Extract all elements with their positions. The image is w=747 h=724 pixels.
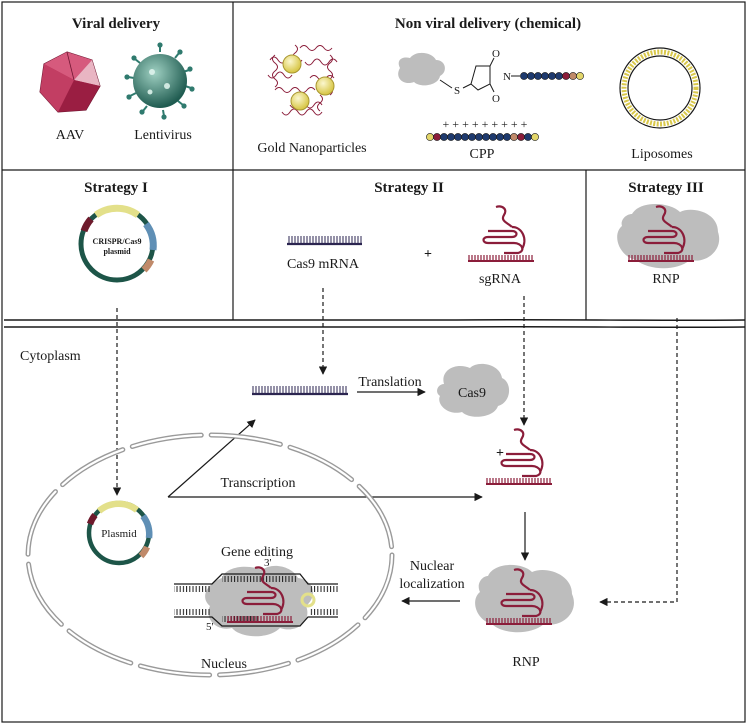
lentivirus-label: Lentivirus [134,128,192,143]
cell-membrane [3,319,746,328]
assembly-plus: + [496,446,504,461]
plasmid-label-line2: plasmid [103,247,131,256]
cpp-charges: + + + + + + + + + [443,117,528,131]
strategy-three-panel: Strategy III RNP [617,180,720,287]
strategy-one-title: Strategy I [84,180,148,196]
gene-editing-complex [174,565,338,637]
sgrna-label: sgRNA [479,272,522,287]
nuclear-localization-line2: localization [399,577,464,592]
liposomes-label: Liposomes [631,147,692,162]
nuclear-envelope-inner [26,433,394,677]
gold-nanoparticles-icon [267,44,338,116]
nucleus-plasmid-label: Plasmid [101,528,137,540]
viral-delivery-title: Viral delivery [72,16,161,32]
pathway-arrows [112,288,678,607]
nuclear-envelope [25,432,395,678]
three-prime-label: 3' [264,557,272,569]
plasmid-label-line1: CRISPR/Cas9 [93,237,142,246]
nonviral-delivery-title: Non viral delivery (chemical) [395,16,581,32]
transcription-arrow-to-mrna [167,419,256,498]
sulfur-atom: S [454,85,460,97]
cas9-protein-icon [437,363,510,417]
liposome-icon [619,47,701,129]
aav-label: AAV [56,128,85,143]
crispr-plasmid-icon [78,204,157,283]
viral-delivery-panel: Viral delivery AAV [39,16,195,143]
five-prime-label: 5' [206,621,214,633]
rnp-dashed-arrow [599,318,678,607]
strategy-two-plus: + [424,247,432,262]
cytoplasm-label: Cytoplasm [20,349,81,364]
nucleus-plasmid-icon [86,500,153,566]
strategy-two-panel: Strategy II Cas9 mRNA + sgRNA [287,180,536,287]
aav-icon [39,51,101,113]
cpp-label: CPP [470,147,495,162]
rnp-bottom-label: RNP [512,655,539,670]
cas9-mrna-icon [287,236,362,246]
gold-nanoparticles-label: Gold Nanoparticles [257,141,366,156]
rnp-complex-icon-bottom [475,564,574,633]
nitrogen-atom: N [503,71,511,83]
cpp-conjugate-icon: S O O N [398,48,584,105]
nuclear-localization-line1: Nuclear [410,559,455,574]
strategy-one-panel: Strategy I CRISPR/Cas9 plasmid [78,180,157,283]
peptide-chain-top [520,72,584,80]
cytoplasm-mrna-icon [252,386,348,396]
oxygen-bottom: O [492,93,500,105]
rnp-top-label: RNP [652,272,679,287]
translation-label: Translation [358,375,421,390]
cas9-mrna-label: Cas9 mRNA [287,257,360,272]
nucleus-label: Nucleus [201,657,247,672]
nonviral-delivery-panel: Non viral delivery (chemical) Gold Nanop… [257,16,701,162]
lentivirus-icon [124,42,195,120]
strategy-three-title: Strategy III [628,180,704,196]
oxygen-top: O [492,48,500,60]
rnp-complex-icon-top [617,204,720,269]
cpp-peptide-icon: + + + + + + + + + [426,117,539,141]
sgrna-icon [468,205,536,263]
transcription-label: Transcription [221,476,296,491]
cas9-protein-label: Cas9 [458,386,486,401]
strategy-two-title: Strategy II [374,180,444,196]
gene-editing-label: Gene editing [221,545,293,560]
